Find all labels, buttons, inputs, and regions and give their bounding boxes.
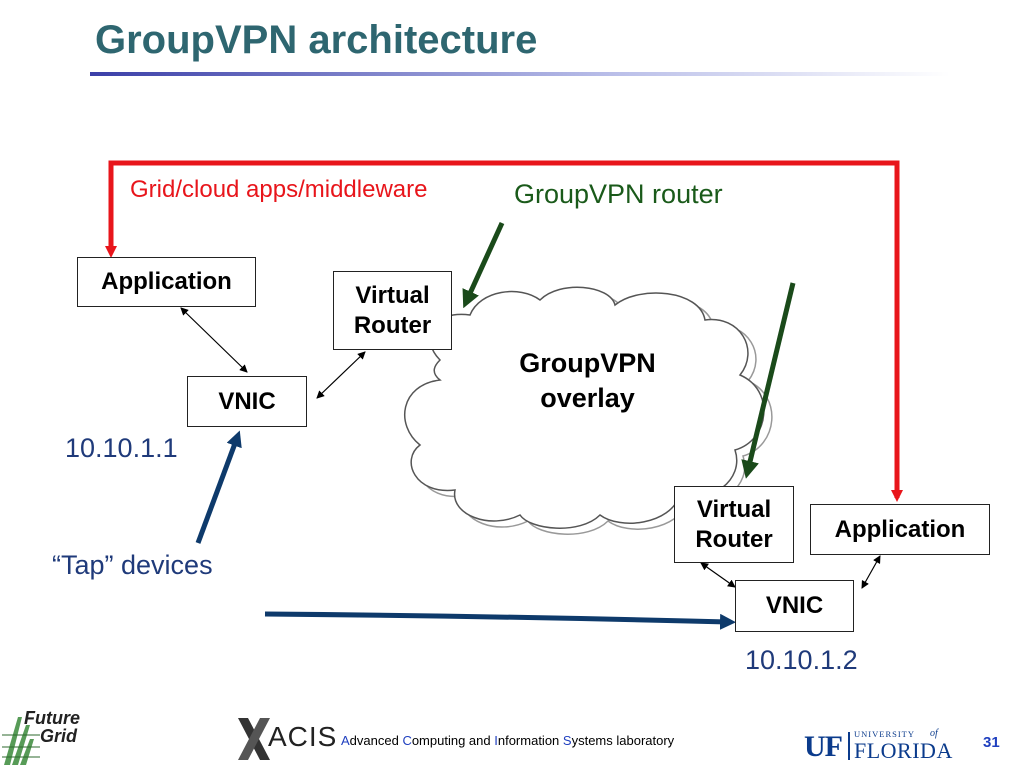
lab-word-advanced: dvanced: [349, 733, 403, 748]
link-vnic-router-left: [316, 351, 366, 399]
lab-word-systems: ystems laboratory: [571, 733, 675, 748]
virtual-router-right-line1: Virtual: [696, 495, 772, 523]
futuregrid-logo-future: Future: [24, 708, 80, 728]
virtual-router-left-line1: Virtual: [355, 281, 430, 309]
apps-middleware-label: Grid/cloud apps/middleware: [130, 176, 428, 203]
lab-word-computing: omputing and: [411, 733, 495, 748]
virtual-router-box-left: Virtual Router: [333, 271, 452, 350]
vnic-box-right: VNIC: [735, 580, 854, 632]
link-app-vnic-left: [180, 307, 248, 373]
lab-letter-i: I: [494, 733, 498, 748]
acis-logo: ACIS: [238, 716, 336, 762]
application-box-left: Application: [77, 257, 256, 307]
title-underline: [90, 72, 950, 76]
lab-letter-s: S: [562, 733, 572, 748]
lab-word-information: nformation: [497, 733, 563, 748]
groupvpn-overlay-cloud: [404, 286, 773, 535]
uf-mark: UF: [804, 730, 843, 763]
uf-of: of: [930, 728, 938, 739]
futuregrid-logo-grid: Grid: [40, 726, 78, 746]
futuregrid-logo: Future Grid: [0, 705, 92, 768]
acis-lab-name: Advanced Computing and Information Syste…: [341, 733, 674, 748]
acis-logo-text: ACIS: [268, 721, 338, 752]
green-router-arrow-right: [741, 282, 796, 479]
uf-florida: FLORIDA: [854, 738, 953, 763]
groupvpn-router-label: GroupVPN router: [514, 179, 723, 209]
blue-tap-arrow-up: [195, 430, 242, 544]
link-router-vnic-right: [700, 562, 736, 588]
page-number: 31: [983, 734, 1000, 751]
overlay-label-line2: overlay: [540, 383, 635, 413]
blue-tap-arrow-right: [264, 611, 736, 630]
tap-devices-label: “Tap” devices: [52, 550, 213, 580]
lab-letter-c: C: [402, 733, 412, 748]
uf-university: UNIVERSITY: [854, 729, 915, 739]
link-app-vnic-right: [861, 555, 881, 589]
green-router-arrow-left: [462, 221, 505, 309]
uf-divider: [848, 732, 850, 760]
uf-logo: UF UNIVERSITY of FLORIDA: [804, 728, 964, 766]
virtual-router-right-line2: Router: [695, 525, 773, 553]
lab-letter-a: A: [341, 733, 350, 748]
slide-title: GroupVPN architecture: [95, 18, 538, 62]
vnic-box-left: VNIC: [187, 376, 307, 427]
virtual-router-left-line2: Router: [353, 311, 432, 339]
ip-address-left: 10.10.1.1: [65, 433, 178, 463]
acis-x-mark-icon: [238, 718, 270, 760]
virtual-router-box-right: Virtual Router: [674, 486, 794, 563]
application-box-right: Application: [810, 504, 990, 555]
overlay-label-line1: GroupVPN: [519, 348, 656, 378]
ip-address-right: 10.10.1.2: [745, 645, 858, 675]
